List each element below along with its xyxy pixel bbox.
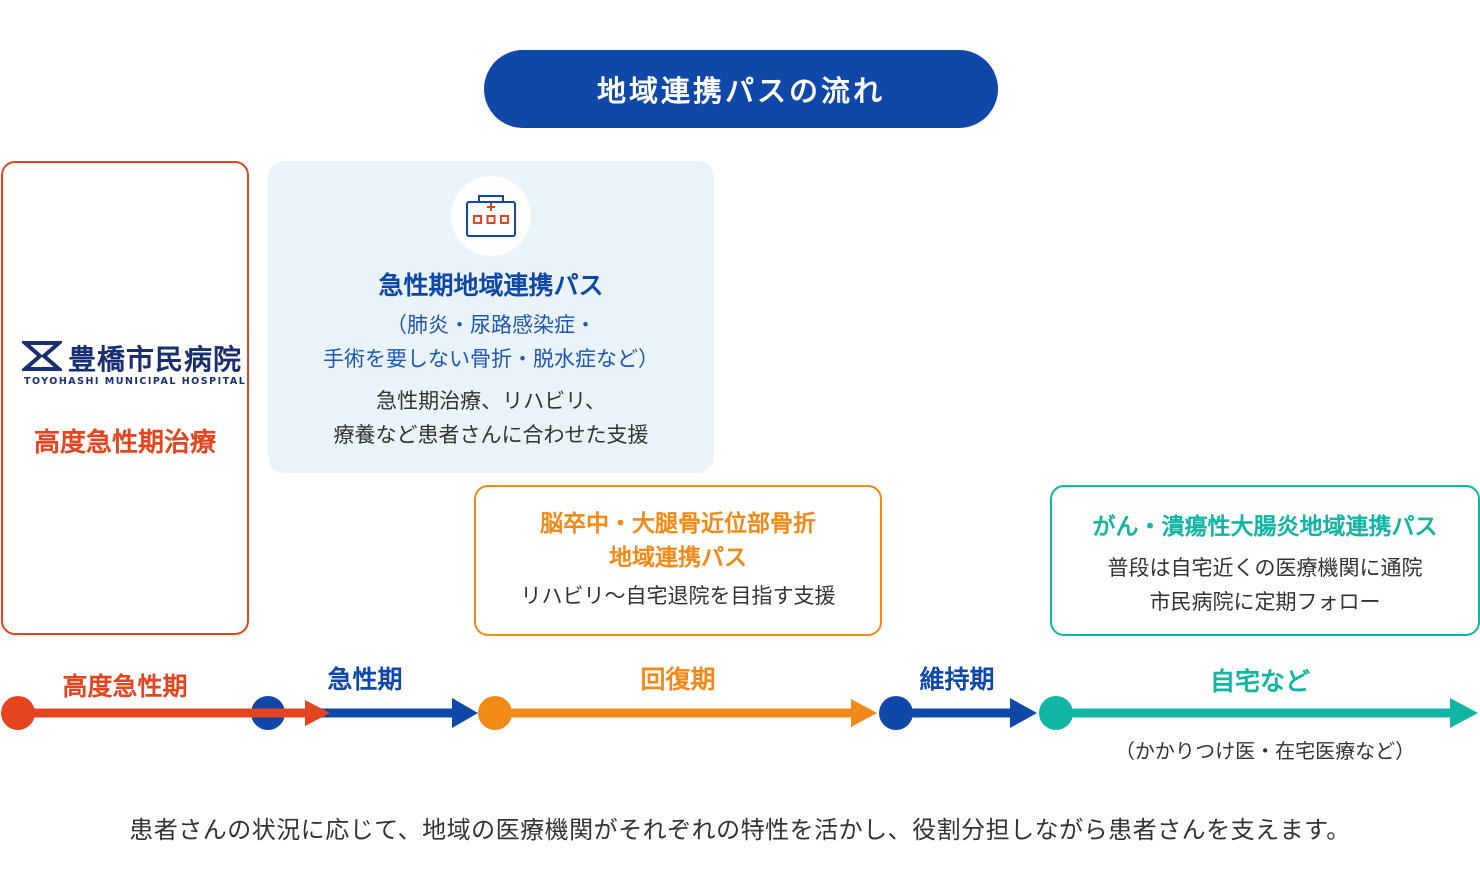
timeline-maintenance-dot: [879, 696, 913, 730]
hospital-icon: [451, 176, 531, 256]
timeline-recovery-dot: [478, 696, 512, 730]
hospital-logo-english: TOYOHASHI MUNICIPAL HOSPITAL: [24, 376, 247, 387]
timeline: [1, 696, 1478, 730]
timeline-home-dot: [1039, 696, 1073, 730]
rehab-path-description: リハビリ〜自宅退院を目指す支援: [520, 584, 836, 608]
timeline-home-arrowhead-icon: [1450, 698, 1478, 728]
hospital-logo: 豊橋市民病院 TOYOHASHI MUNICIPAL HOSPITAL: [22, 340, 245, 390]
hospital-care-label: 高度急性期治療: [33, 428, 216, 458]
acute-path-conditions: （肺炎・尿路感染症・ 手術を要しない骨折・脱水症など）: [268, 308, 714, 376]
acute-path-conditions-line2: 手術を要しない骨折・脱水症など）: [323, 347, 659, 371]
cancer-path-box: [1050, 485, 1480, 636]
acute-path-conditions-line1: （肺炎・尿路感染症・: [386, 313, 596, 337]
phase-label-maintenance: 維持期: [919, 665, 995, 694]
acute-path-title: 急性期地域連携パス: [378, 271, 604, 300]
rehab-path-title: 脳卒中・大腿骨近位部骨折 地域連携パス: [474, 507, 882, 575]
cancer-path-description-line1: 普段は自宅近くの医療機関に通院: [1107, 556, 1423, 580]
phase-label-highly-acute: 高度急性期: [62, 672, 188, 701]
hospital-logo-mark-icon: [22, 341, 62, 371]
cancer-path-description: 普段は自宅近くの医療機関に通院 市民病院に定期フォロー: [1050, 551, 1480, 619]
rehab-path-title-line1: 脳卒中・大腿骨近位部骨折: [540, 511, 816, 537]
timeline-acute-arrowhead-icon: [452, 698, 478, 728]
timeline-highly-acute-dot: [1, 696, 35, 730]
cancer-path-description-line2: 市民病院に定期フォロー: [1149, 590, 1381, 614]
diagram-title: 地域連携パスの流れ: [484, 50, 998, 128]
acute-path-description: 急性期治療、リハビリ、 療養など患者さんに合わせた支援: [268, 384, 714, 452]
timeline-highly-acute-arrowhead-icon: [305, 700, 330, 726]
acute-path-description-line1: 急性期治療、リハビリ、: [376, 389, 606, 413]
summary-text: 患者さんの状況に応じて、地域の医療機関がそれぞれの特性を活かし、役割分担しながら…: [129, 816, 1351, 844]
rehab-path-title-line2: 地域連携パス: [609, 545, 747, 571]
cancer-path-title: がん・潰瘍性大腸炎地域連携パス: [1092, 514, 1438, 540]
timeline-maintenance-arrowhead-icon: [1010, 698, 1037, 728]
phase-label-recovery: 回復期: [640, 665, 716, 694]
acute-path-description-line2: 療養など患者さんに合わせた支援: [333, 423, 649, 447]
phase-label-acute: 急性期: [327, 665, 403, 694]
hospital-box: [1, 161, 249, 635]
home-note: （かかりつけ医・在宅医療など）: [1114, 739, 1416, 763]
timeline-recovery-arrowhead-icon: [851, 699, 877, 727]
phase-label-home: 自宅など: [1209, 667, 1310, 696]
rehab-path-box: [474, 485, 882, 636]
hospital-logo-name: 豊橋市民病院: [68, 343, 243, 376]
